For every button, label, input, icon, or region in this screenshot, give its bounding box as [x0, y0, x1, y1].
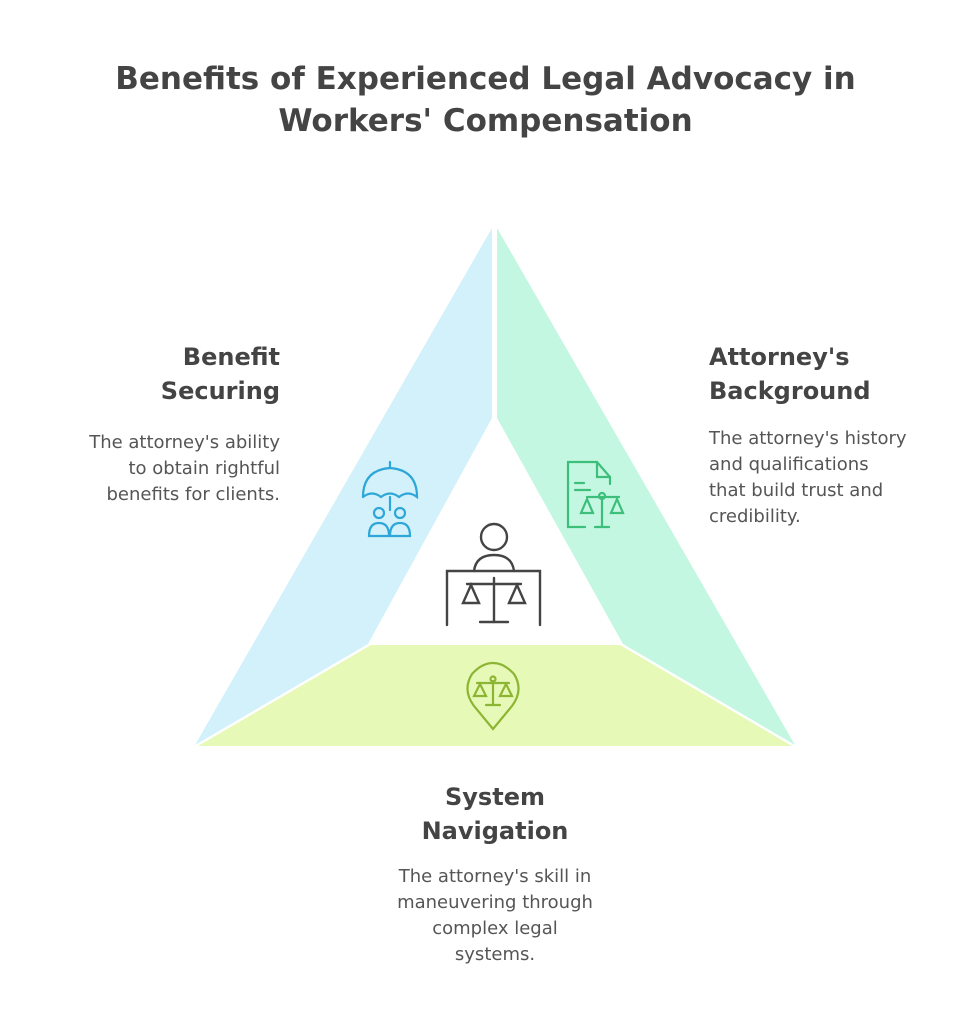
document-scales-icon [566, 460, 625, 529]
title-line: Securing [160, 377, 280, 405]
benefit-securing-desc: The attorney's ability to obtain rightfu… [20, 430, 280, 508]
title-line-2: Workers' Compensation [278, 103, 693, 139]
segment-attorney-background [497, 228, 795, 745]
system-navigation-title: System Navigation [345, 780, 645, 848]
title-line: Attorney's [709, 343, 850, 371]
desc-line: benefits for clients. [106, 484, 281, 505]
desc-line: credibility. [709, 506, 801, 527]
system-navigation-desc: The attorney's skill in maneuvering thro… [345, 864, 645, 968]
desc-line: and qualifications [709, 454, 869, 475]
desc-line: systems. [454, 944, 536, 965]
attorney-background-title: Attorney's Background [709, 340, 949, 408]
title-line: Benefit [182, 343, 280, 371]
benefit-securing-title: Benefit Securing [80, 340, 280, 408]
attorney-background-desc: The attorney's history and qualification… [709, 426, 969, 530]
segment-system-navigation [198, 645, 792, 746]
title-line: Navigation [421, 817, 569, 845]
location-scales-icon [466, 661, 520, 731]
attorney-scales-icon [445, 522, 542, 627]
title-line: Background [709, 377, 871, 405]
desc-line: maneuvering through [397, 892, 593, 913]
segment-benefit-securing [195, 228, 492, 745]
title-line: System [445, 783, 545, 811]
desc-line: The attorney's history [709, 428, 907, 449]
desc-line: that build trust and [709, 480, 884, 501]
desc-line: to obtain rightful [128, 458, 281, 479]
page-title: Benefits of Experienced Legal Advocacy i… [0, 58, 971, 142]
umbrella-people-icon [361, 460, 419, 538]
desc-line: The attorney's ability [89, 432, 280, 453]
title-line-1: Benefits of Experienced Legal Advocacy i… [115, 61, 856, 97]
desc-line: The attorney's skill in [398, 866, 592, 887]
desc-line: complex legal [432, 918, 558, 939]
